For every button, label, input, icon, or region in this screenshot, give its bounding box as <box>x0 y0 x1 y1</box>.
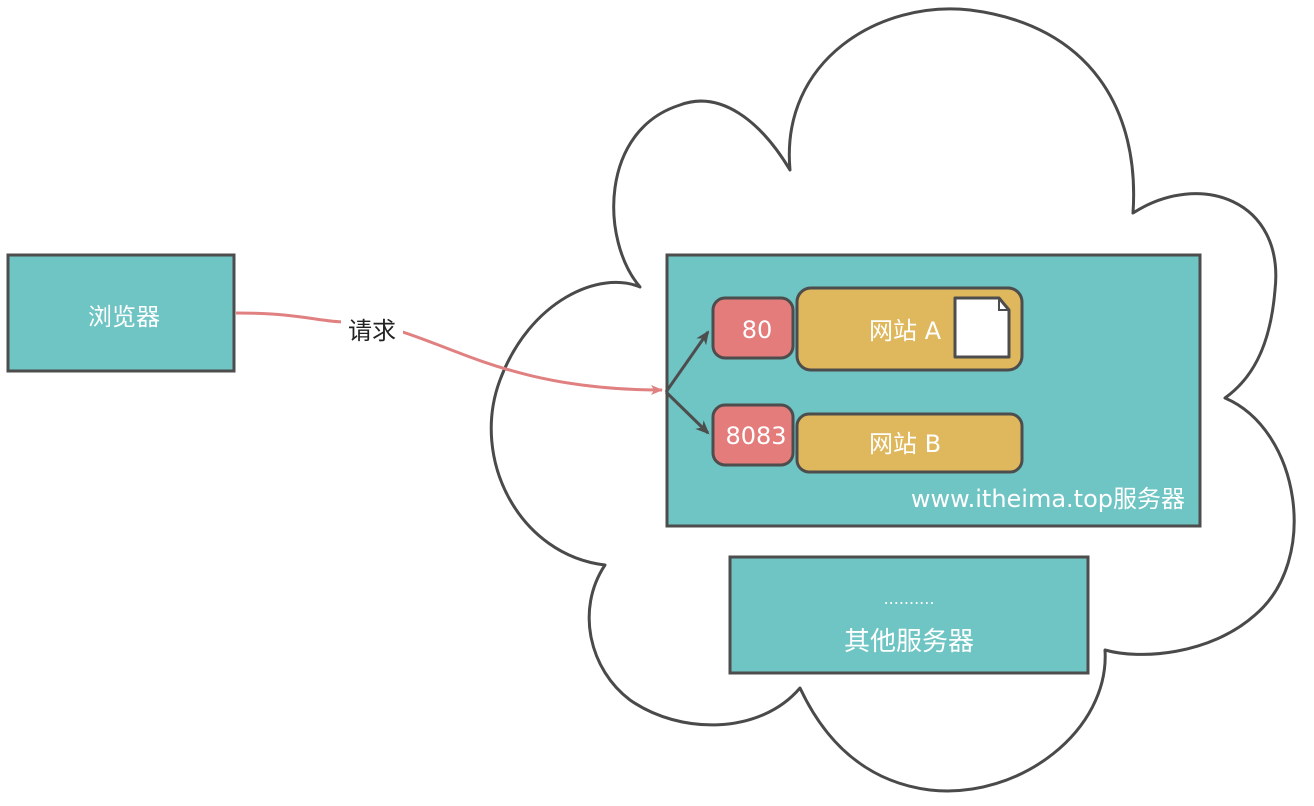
port-8083-label: 8083 <box>725 422 786 450</box>
browser-node: 浏览器 <box>6 253 236 373</box>
site-b-node: 网站 B <box>795 412 1024 474</box>
other-servers-label: 其他服务器 <box>844 627 974 657</box>
document-fold-icon <box>998 298 1009 311</box>
request-label: 请求 <box>348 317 396 345</box>
dispatch-arrow-to-8083 <box>664 390 710 435</box>
request-label-bg <box>341 312 403 346</box>
server-label: www.itheima.top服务器 <box>911 485 1185 513</box>
other-servers-ellipsis: .......... <box>884 589 935 608</box>
site-a-label: 网站 A <box>869 317 942 345</box>
site-a-node: 网站 A <box>795 286 1024 372</box>
port-8083-node: 8083 <box>711 403 795 467</box>
document-icon <box>953 296 1011 359</box>
other-servers-node: .......... 其他服务器 <box>728 555 1090 675</box>
dispatch-arrow-to-80 <box>664 330 710 393</box>
site-b-label: 网站 B <box>869 430 941 458</box>
port-80-label: 80 <box>742 316 773 344</box>
server-node: www.itheima.top服务器 <box>665 253 1202 528</box>
port-80-node: 80 <box>711 296 795 360</box>
browser-label: 浏览器 <box>88 303 160 331</box>
